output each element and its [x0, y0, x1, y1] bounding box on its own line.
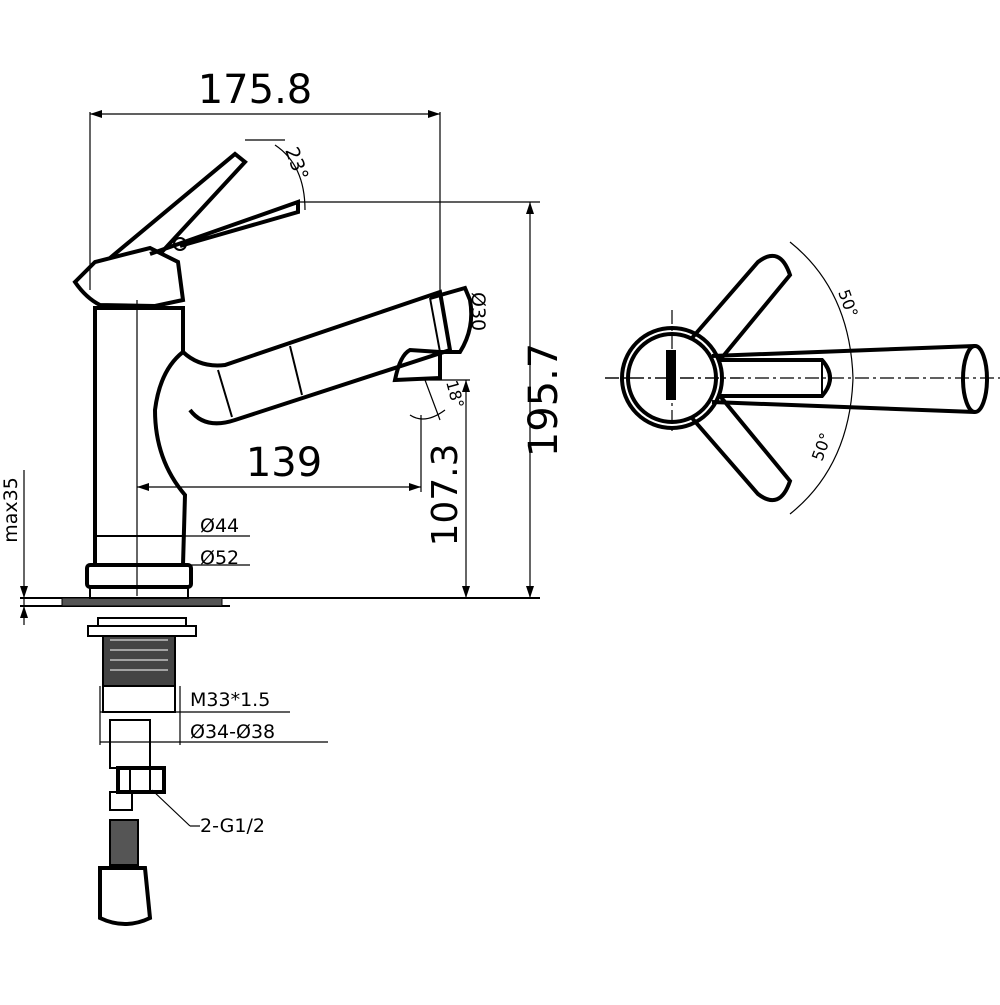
top-view: 50° 50° — [605, 241, 1000, 515]
lower-angle-label: 50° — [808, 430, 836, 463]
spout-height-dimension: 107.3 — [420, 379, 470, 598]
side-view: 175.8 195.7 107.3 139 — [0, 67, 567, 926]
lever-handle: 23° — [72, 139, 312, 309]
spout: Ø30 18° — [181, 285, 489, 426]
width-dimension: 175.8 — [89, 67, 441, 300]
height-dimension-label: 195.7 — [521, 343, 567, 458]
body-diameter-lower-label: Ø52 — [200, 547, 239, 569]
deck-thickness-label: max35 — [0, 477, 22, 543]
hole-range-label: Ø34-Ø38 — [190, 721, 275, 743]
thread-label: M33*1.5 — [190, 689, 270, 711]
upper-angle-label: 50° — [834, 287, 862, 320]
faucet-body: Ø44 Ø52 — [85, 306, 250, 599]
spray-angle-label: 18° — [442, 378, 468, 410]
mounting-assembly: M33*1.5 Ø34-Ø38 2-G1/2 — [87, 617, 328, 926]
spout-height-dimension-label: 107.3 — [425, 443, 466, 546]
hose-label: 2-G1/2 — [200, 815, 265, 837]
body-diameter-upper-label: Ø44 — [200, 515, 239, 537]
reach-dimension: 139 — [136, 300, 422, 596]
lever-angle-label: 23° — [280, 144, 312, 183]
countertop — [20, 597, 540, 607]
width-dimension-label: 175.8 — [198, 67, 313, 113]
reach-dimension-label: 139 — [246, 440, 322, 486]
deck-thickness-dimension: max35 — [0, 470, 60, 625]
height-dimension: 195.7 — [298, 201, 567, 598]
spray-diameter-label: Ø30 — [467, 292, 489, 331]
